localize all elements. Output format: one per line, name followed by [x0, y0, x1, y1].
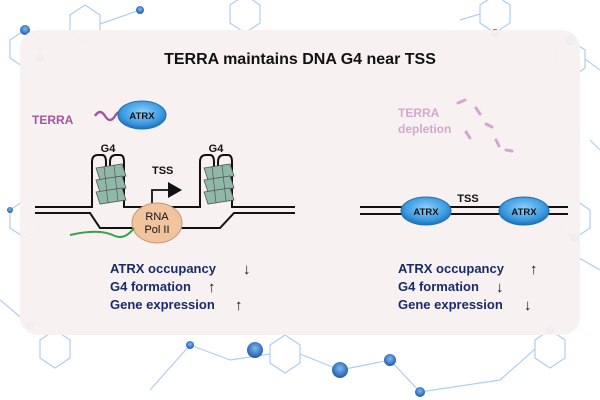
diagram-title: TERRA maintains DNA G4 near TSS: [164, 51, 436, 68]
tss-arrow: [151, 189, 172, 203]
rna-pol-label-1: RNA: [145, 211, 169, 223]
left-effect-1: ATRX occupancy: [110, 261, 217, 276]
left-effect-3: Gene expression: [110, 297, 215, 312]
right-effect-3: Gene expression: [398, 297, 503, 312]
right-effect-2: G4 formation: [398, 279, 479, 294]
atrx-right-label: ATRX: [511, 207, 537, 218]
g4-structure-left: [95, 163, 127, 205]
g4-left-label: G4: [101, 143, 117, 155]
degraded-terra-fragments: [456, 98, 514, 153]
atrx-right-protein: [498, 196, 550, 226]
atrx-left-label: ATRX: [413, 207, 439, 218]
right-effect-1: ATRX occupancy: [398, 261, 505, 276]
left-effect-2-arrow: ↑: [208, 279, 216, 296]
left-effect-3-arrow: ↑: [235, 297, 243, 314]
atrx-bound-label: ATRX: [129, 111, 155, 122]
right-effect-2-arrow: ↓: [496, 279, 504, 296]
right-effect-1-arrow: ↑: [530, 261, 538, 278]
g4-right-label: G4: [209, 143, 225, 155]
left-effect-2: G4 formation: [110, 279, 191, 294]
right-effects-list: ATRX occupancy ↑ G4 formation ↓ Gene exp…: [398, 261, 538, 314]
rna-pol-label-2: Pol II: [144, 224, 169, 236]
atrx-bound-protein: [117, 100, 167, 130]
right-panel: TERRA depletion TSS ATRX ATRX ATRX occup…: [360, 98, 568, 314]
g4-structure-right: [203, 163, 235, 205]
atrx-left-protein: [400, 196, 452, 226]
tss-arrowhead: [168, 182, 182, 198]
nascent-rna: [69, 227, 135, 238]
terra-depletion-label-2: depletion: [398, 122, 451, 136]
left-panel: TERRA ATRX G4 G4: [32, 100, 295, 314]
tss-label-right: TSS: [457, 193, 478, 205]
terra-depletion-label-1: TERRA: [398, 106, 440, 120]
tss-label-left: TSS: [152, 165, 173, 177]
terra-label: TERRA: [32, 113, 74, 127]
left-effect-1-arrow: ↓: [243, 261, 251, 278]
left-effects-list: ATRX occupancy ↓ G4 formation ↑ Gene exp…: [110, 261, 251, 314]
right-effect-3-arrow: ↓: [524, 297, 532, 314]
rna-pol-ii: [131, 202, 183, 244]
